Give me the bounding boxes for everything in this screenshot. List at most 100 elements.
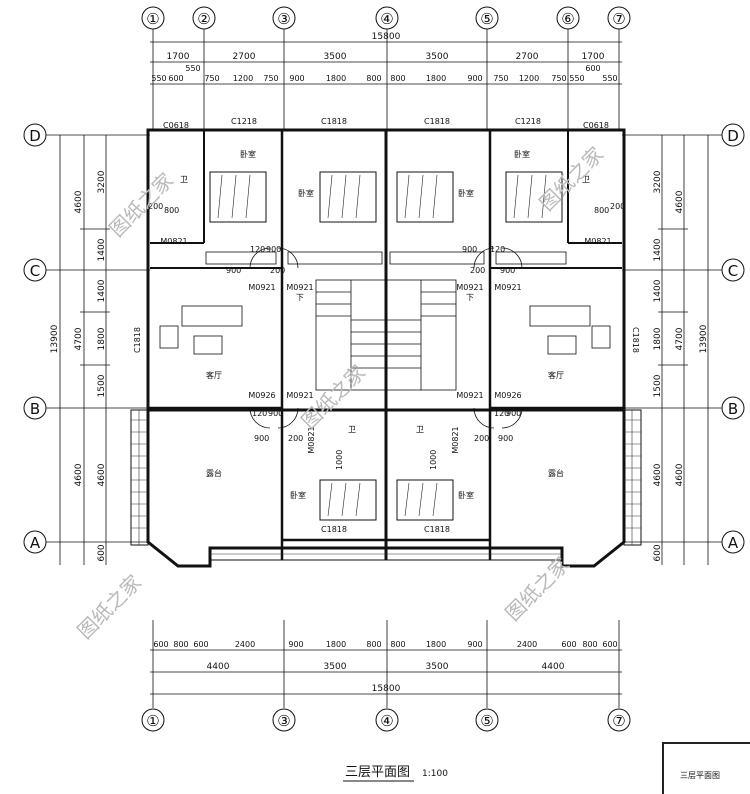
axis-2-top: ② bbox=[197, 10, 210, 28]
dim-right-mid-4600b: 4600 bbox=[675, 463, 685, 486]
dim-right-total: 13900 bbox=[699, 324, 709, 353]
door-m0921-1: M0921 bbox=[248, 283, 275, 292]
dim-bot2-1: 4400 bbox=[207, 662, 230, 672]
dim-bot-8: 800 bbox=[390, 640, 405, 649]
window-c1218-left: C1218 bbox=[231, 117, 257, 126]
dim-bot-4: 2400 bbox=[235, 640, 255, 649]
dim-left-1500: 1500 bbox=[97, 374, 107, 397]
axis-1-bottom: ① bbox=[146, 712, 159, 730]
dim-top2-5: 1200 bbox=[233, 74, 253, 83]
axis-5-top: ⑤ bbox=[480, 10, 493, 28]
dim-right-mid-4700: 4700 bbox=[675, 327, 685, 350]
room-living-left: 客厅 bbox=[206, 370, 222, 380]
dim-top2-4: 750 bbox=[204, 74, 219, 83]
axis-3-top: ③ bbox=[277, 10, 290, 28]
dim-left-mid-4700: 4700 bbox=[74, 327, 84, 350]
dim-right-1400b: 1400 bbox=[653, 279, 663, 302]
dim-top2-18: 550 bbox=[602, 74, 617, 83]
dim-bot-5: 900 bbox=[288, 640, 303, 649]
axis-4-top: ④ bbox=[380, 10, 393, 28]
dim-right-600: 600 bbox=[653, 544, 663, 561]
room-bedroom-top-center-left: 卧室 bbox=[298, 188, 314, 198]
dim-top2-17: 600 bbox=[585, 64, 600, 73]
door-m0926-right: M0926 bbox=[494, 391, 521, 400]
dim-top2-10: 800 bbox=[390, 74, 405, 83]
dim-bot-9: 1800 bbox=[426, 640, 446, 649]
room-bathroom-bottom-left: 卫 bbox=[348, 425, 356, 434]
dim-right-mid-4600a: 4600 bbox=[675, 190, 685, 213]
dim-bot2-4: 4400 bbox=[542, 662, 565, 672]
window-c1818-side-left: C1818 bbox=[133, 327, 142, 353]
axis-a-left: A bbox=[30, 534, 41, 552]
dim-200-tr: 200 bbox=[610, 202, 625, 211]
window-c0618-right: C0618 bbox=[583, 121, 609, 130]
dim-left-mid-4600a: 4600 bbox=[74, 190, 84, 213]
dim-left-3200: 3200 bbox=[97, 170, 107, 193]
dim-top-5: 2700 bbox=[516, 52, 539, 62]
dim-top2-13: 750 bbox=[493, 74, 508, 83]
dim-bot-6: 1800 bbox=[326, 640, 346, 649]
dim-900-tr2: 900 bbox=[500, 266, 515, 275]
axis-7-top: ⑦ bbox=[612, 10, 625, 28]
dim-120-tr: 120 bbox=[490, 245, 505, 254]
axis-c-left: C bbox=[30, 262, 40, 280]
dim-900-tl: 900 bbox=[266, 245, 281, 254]
axis-6-top: ⑥ bbox=[561, 10, 574, 28]
dim-120-br: 120 bbox=[494, 409, 509, 418]
room-bedroom-top-left: 卧室 bbox=[240, 149, 256, 159]
door-m0921-2: M0921 bbox=[286, 283, 313, 292]
dim-bot-14: 600 bbox=[602, 640, 617, 649]
dim-900-br2: 900 bbox=[498, 434, 513, 443]
axis-7-bottom: ⑦ bbox=[612, 712, 625, 730]
dim-900-tr: 900 bbox=[462, 245, 477, 254]
window-c0618-left: C0618 bbox=[163, 121, 189, 130]
drawing-title: 三层平面图 bbox=[345, 765, 410, 780]
dim-bot2-2: 3500 bbox=[324, 662, 347, 672]
stamp-title: 三层平面图 bbox=[680, 771, 720, 780]
room-terrace-left: 露台 bbox=[206, 468, 222, 478]
dim-1000-bl: 1000 bbox=[335, 450, 344, 470]
dim-top2-9: 800 bbox=[366, 74, 381, 83]
axis-3-bottom: ③ bbox=[277, 712, 290, 730]
door-m0921-6: M0921 bbox=[456, 391, 483, 400]
door-swings bbox=[249, 247, 523, 429]
dim-right-4600b: 4600 bbox=[653, 463, 663, 486]
axis-d-left: D bbox=[29, 127, 41, 145]
dim-top2-1: 550 bbox=[151, 74, 166, 83]
window-c1218-right: C1218 bbox=[515, 117, 541, 126]
dim-top2-8: 1800 bbox=[326, 74, 346, 83]
window-c1818-top-left: C1818 bbox=[321, 117, 347, 126]
watermark-1: 图纸之家 bbox=[105, 168, 179, 242]
axis-bubbles-bottom bbox=[141, 708, 631, 732]
dim-800-tr: 800 bbox=[594, 206, 609, 215]
axis-row-lines bbox=[46, 134, 722, 565]
dim-bot-7: 800 bbox=[366, 640, 381, 649]
dim-120-bl: 120 bbox=[252, 409, 267, 418]
dim-bot-12: 600 bbox=[561, 640, 576, 649]
dim-top2-3: 550 bbox=[185, 64, 200, 73]
dim-top-3: 3500 bbox=[324, 52, 347, 62]
window-c1818-top-right: C1818 bbox=[424, 117, 450, 126]
dim-bot-3: 600 bbox=[193, 640, 208, 649]
dim-bot-10: 900 bbox=[467, 640, 482, 649]
dim-bot-total: 15800 bbox=[372, 684, 401, 694]
wardrobes bbox=[205, 251, 567, 265]
top-dimension-lines bbox=[150, 41, 622, 85]
title-block-frame bbox=[662, 742, 750, 794]
dim-bot-1: 600 bbox=[153, 640, 168, 649]
dim-900-bl2: 900 bbox=[254, 434, 269, 443]
room-terrace-right: 露台 bbox=[548, 468, 564, 478]
axis-b-right: B bbox=[728, 400, 738, 418]
railing-hatch bbox=[131, 410, 641, 555]
dim-200-tr2: 200 bbox=[470, 266, 485, 275]
stair-down-left: 下 bbox=[296, 293, 304, 302]
dim-900-br: 900 bbox=[506, 409, 521, 418]
room-bedroom-bottom-left: 卧室 bbox=[290, 490, 306, 500]
window-c1818-bottom-left: C1818 bbox=[321, 525, 347, 534]
axis-c-right: C bbox=[728, 262, 738, 280]
dim-900-tl2: 900 bbox=[226, 266, 241, 275]
axis-1-top: ① bbox=[146, 10, 159, 28]
axis-leaders-top bbox=[152, 29, 620, 130]
dim-top-6: 1700 bbox=[582, 52, 605, 62]
